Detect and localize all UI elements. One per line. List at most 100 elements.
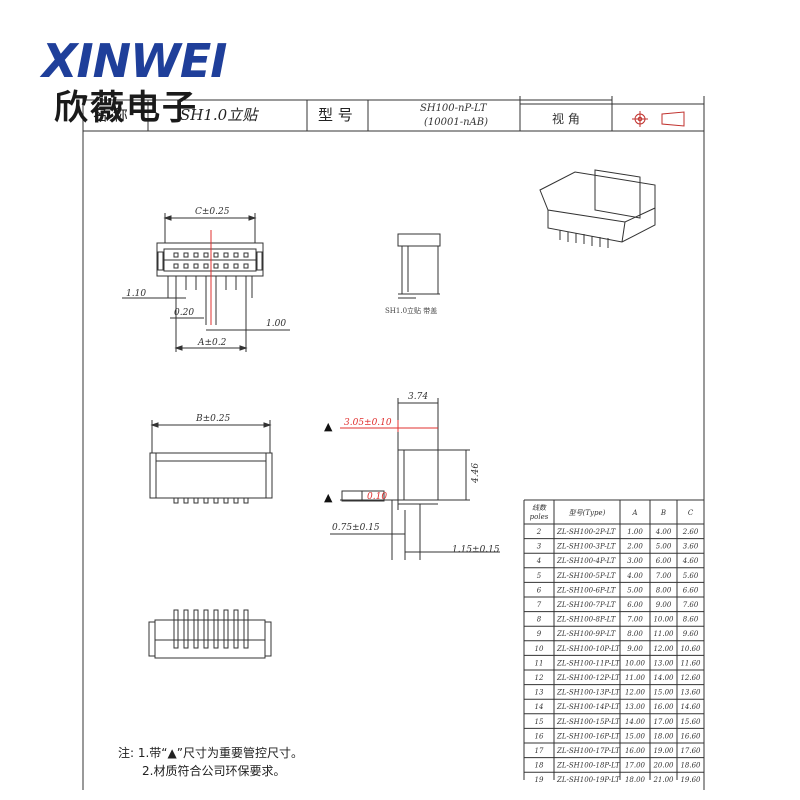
cell-b: 6.00	[656, 557, 672, 565]
cell-b: 8.00	[656, 586, 672, 594]
cell-c: 8.60	[683, 616, 699, 624]
note-line-1: 注: 1.带“▲”尺寸为重要管控尺寸。	[118, 746, 303, 760]
cell-c: 11.60	[680, 659, 701, 667]
cell-c: 2.60	[682, 528, 699, 536]
cell-b: 15.00	[653, 689, 674, 697]
cell-type: ZL-SH100-6P-LT	[556, 586, 617, 594]
cell-a: 1.00	[627, 528, 643, 536]
cell-a: 5.00	[627, 586, 643, 594]
side-view	[330, 398, 500, 560]
name-label: 名 称	[93, 106, 128, 124]
cell-poles: 6	[537, 586, 542, 594]
cell-type: ZL-SH100-13P-LT	[556, 689, 621, 697]
cell-c: 19.60	[680, 776, 701, 784]
cell-type: ZL-SH100-7P-LT	[556, 601, 617, 609]
cell-type: ZL-SH100-11P-LT	[556, 659, 621, 667]
cell-type: ZL-SH100-3P-LT	[556, 543, 617, 551]
cell-b: 10.00	[653, 616, 674, 624]
cell-type: ZL-SH100-19P-LT	[556, 776, 621, 784]
cell-a: 10.00	[625, 659, 646, 667]
cell-poles: 8	[537, 616, 542, 624]
cell-a: 4.00	[626, 572, 643, 580]
cell-b: 20.00	[652, 762, 674, 770]
cell-type: ZL-SH100-2P-LT	[556, 528, 617, 536]
cell-type: ZL-SH100-8P-LT	[556, 616, 617, 624]
cell-type: ZL-SH100-4P-LT	[556, 557, 617, 565]
cell-a: 12.00	[625, 689, 646, 697]
cell-poles: 2	[536, 528, 542, 536]
cell-b: 11.00	[653, 630, 674, 638]
cell-poles: 7	[537, 601, 542, 609]
cell-poles: 11	[535, 659, 544, 667]
pin-squares-top	[173, 252, 249, 258]
cell-poles: 3	[537, 543, 542, 551]
dim-374-label: 3.74	[408, 392, 428, 402]
cell-poles: 19	[535, 776, 544, 784]
header-poles: 线数	[532, 504, 547, 512]
cell-type: ZL-SH100-12P-LT	[556, 674, 621, 682]
cell-a: 17.00	[625, 762, 646, 770]
cell-poles: 18	[535, 762, 544, 770]
cell-a: 7.00	[627, 616, 643, 624]
dim-446-label: 4.46	[471, 463, 481, 484]
view-label: 视 角	[552, 111, 580, 126]
dim-075-label: 0.75±0.15	[332, 523, 380, 533]
cell-c: 14.60	[680, 703, 701, 711]
bottom-view	[149, 420, 273, 504]
critical-marker-1: ▲	[324, 420, 333, 433]
cell-c: 7.60	[683, 601, 699, 609]
cell-poles: 9	[537, 630, 542, 638]
cell-poles: 14	[535, 703, 544, 711]
pin-squares-bottom	[173, 263, 249, 269]
header-col: 型号(Type)	[569, 509, 606, 517]
cell-poles: 4	[536, 557, 541, 565]
logo-en: XINWEI	[42, 34, 227, 88]
cell-type: ZL-SH100-16P-LT	[556, 732, 621, 740]
side-view-small	[397, 233, 441, 299]
lead-tips	[173, 497, 249, 504]
dim-010-label: 0.10	[367, 492, 387, 502]
cell-a: 18.00	[625, 776, 646, 784]
cell-type: ZL-SH100-14P-LT	[556, 703, 621, 711]
cell-b: 16.00	[653, 703, 674, 711]
spec-table	[523, 499, 705, 780]
cell-a: 15.00	[625, 732, 646, 740]
cell-a: 11.00	[625, 674, 646, 682]
cell-b: 9.00	[656, 601, 672, 609]
dim-115-label: 1.15±0.15	[452, 545, 500, 555]
isometric-view	[539, 169, 656, 248]
dim-c-label: C±0.25	[195, 207, 230, 217]
dim-110-label: 1.10	[126, 289, 146, 299]
cell-b: 19.00	[653, 747, 674, 755]
cell-b: 12.00	[653, 645, 674, 653]
cell-a: 6.00	[627, 601, 643, 609]
dim-020-label: 0.20	[174, 308, 194, 318]
cell-c: 9.60	[683, 630, 699, 638]
cell-b: 21.00	[652, 776, 674, 784]
cell-c: 3.60	[683, 543, 699, 551]
name-value: SH1.0立贴	[180, 106, 259, 124]
cell-type: ZL-SH100-17P-LT	[556, 747, 621, 755]
cell-c: 6.60	[683, 586, 699, 594]
dim-100-label: 1.00	[266, 319, 286, 329]
cell-a: 8.00	[627, 630, 643, 638]
cell-c: 16.60	[680, 732, 701, 740]
title-block	[147, 96, 704, 131]
cell-a: 9.00	[627, 645, 643, 653]
critical-dim-305	[340, 420, 438, 432]
cell-poles: 10	[535, 645, 544, 653]
cell-b: 4.00	[655, 528, 672, 536]
cell-type: ZL-SH100-18P-LT	[556, 762, 621, 770]
cell-a: 2.00	[626, 543, 643, 551]
cell-b: 14.00	[653, 674, 674, 682]
notes: 注: 1.带“▲”尺寸为重要管控尺寸。 2.材质符合公司环保要求。	[118, 744, 303, 780]
note-line-2: 2.材质符合公司环保要求。	[142, 764, 286, 778]
model-label: 型 号	[318, 106, 353, 124]
projection-icon	[632, 111, 685, 127]
cell-type: ZL-SH100-9P-LT	[556, 630, 617, 638]
cell-c: 4.60	[682, 557, 699, 565]
model-value-line2: (10001-nAB)	[424, 117, 488, 128]
dim-b-label: B±0.25	[195, 414, 230, 424]
